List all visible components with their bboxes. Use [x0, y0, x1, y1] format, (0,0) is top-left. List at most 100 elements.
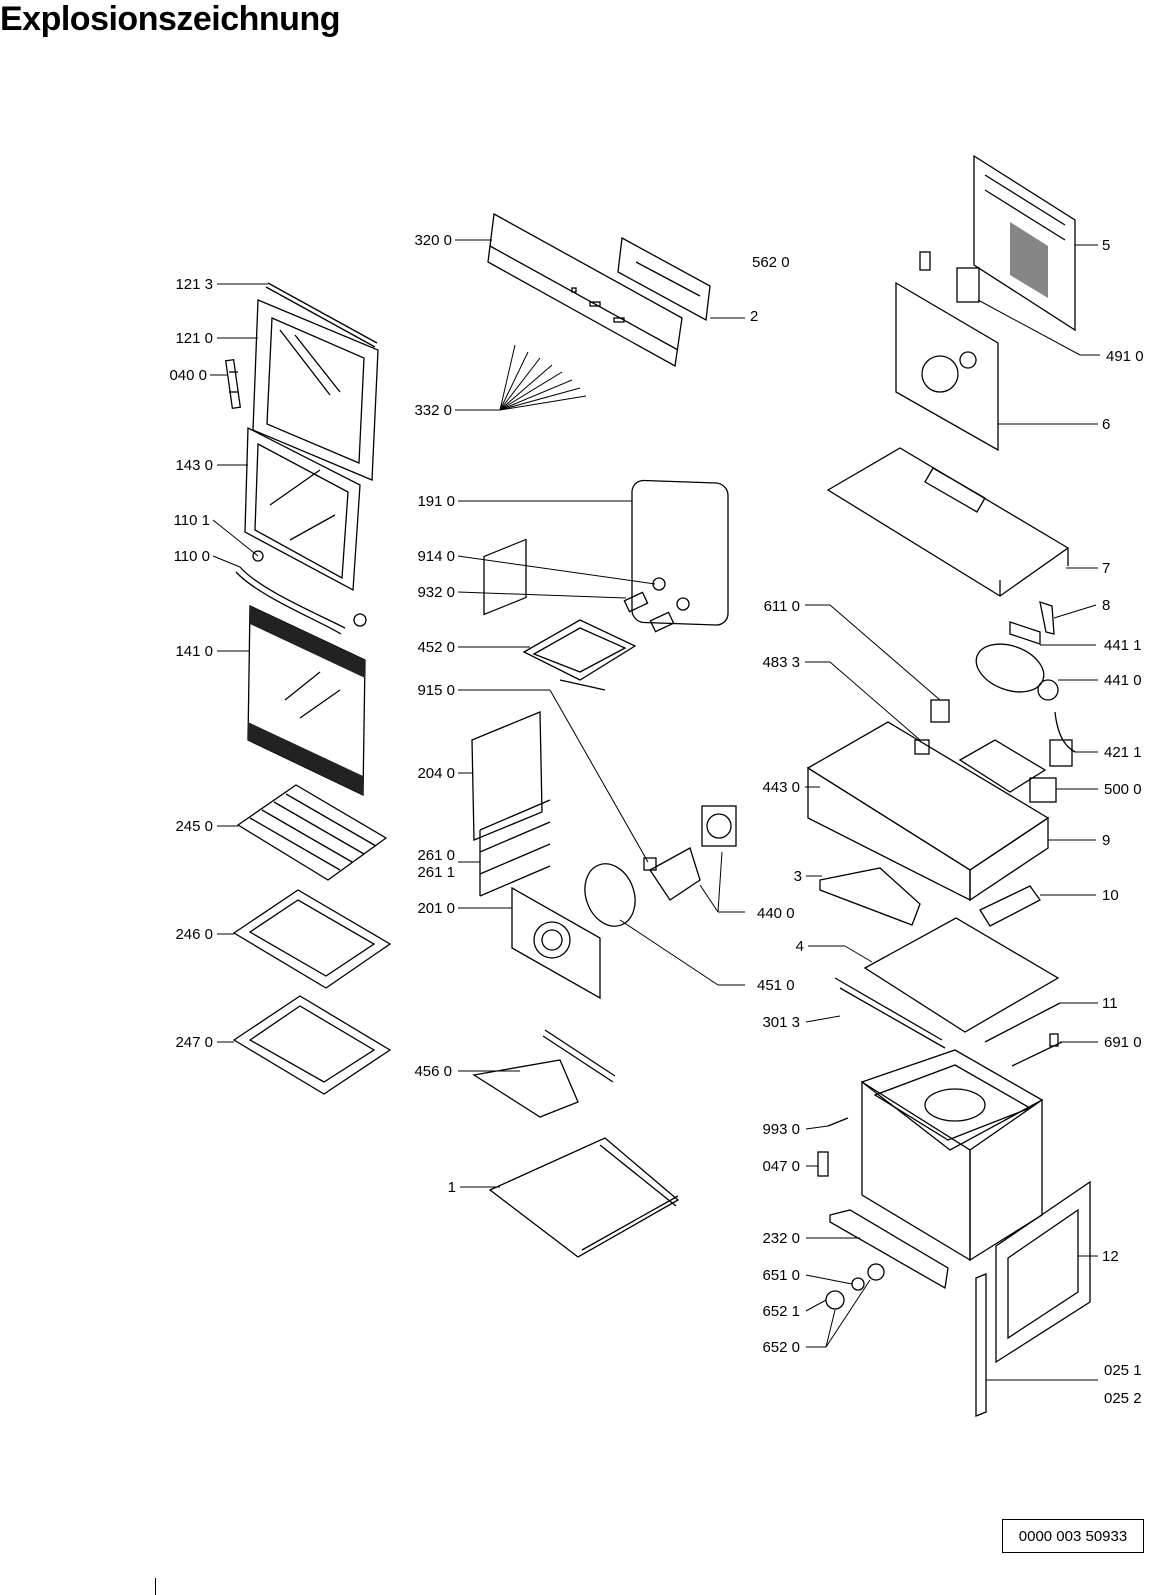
wire-rack [236, 784, 388, 881]
label-261-0: 261 0 [417, 847, 455, 864]
label-915-0: 915 0 [417, 682, 455, 699]
label-993-0: 993 0 [762, 1121, 800, 1138]
label-652-1: 652 1 [762, 1303, 800, 1320]
label-143-0: 143 0 [175, 457, 213, 474]
top-plate [834, 917, 1060, 1049]
label-441-0: 441 0 [1104, 672, 1142, 689]
side-panel [995, 1180, 1091, 1364]
label-121-3: 121 3 [175, 276, 213, 293]
door-hinge [224, 358, 242, 410]
door-inner-glass [244, 426, 361, 592]
label-025-1: 025 1 [1104, 1362, 1142, 1379]
side-rack-left [471, 538, 543, 841]
label-201-0: 201 0 [417, 900, 455, 917]
label-191-0: 191 0 [417, 493, 455, 510]
document-number: 0000 003 50933 [1018, 1527, 1128, 1545]
timer-module [958, 739, 1057, 803]
label-320-0: 320 0 [414, 232, 452, 249]
screws [499, 344, 587, 411]
leader-lines [210, 239, 1100, 1381]
grill-element [522, 577, 690, 691]
door-frame-inner [252, 299, 379, 481]
label-421-1: 421 1 [1104, 744, 1142, 761]
label-7: 7 [1102, 560, 1110, 577]
label-2: 2 [750, 308, 758, 325]
footer-tick-mark [155, 1578, 156, 1595]
label-047-0: 047 0 [762, 1158, 800, 1175]
document-number-box: 0000 003 50933 [1002, 1519, 1144, 1553]
switch [914, 699, 950, 755]
lower-element [472, 1029, 616, 1118]
circular-element [584, 863, 636, 927]
label-121-0: 121 0 [175, 330, 213, 347]
label-4: 4 [796, 938, 804, 955]
thermostat-block [919, 251, 980, 303]
label-451-0: 451 0 [757, 977, 795, 994]
label-441-1: 441 1 [1104, 637, 1142, 654]
label-247-0: 247 0 [175, 1034, 213, 1051]
label-914-0: 914 0 [417, 548, 455, 565]
door-outer-glass [247, 604, 366, 797]
label-491-0: 491 0 [1106, 348, 1144, 365]
label-651-0: 651 0 [762, 1267, 800, 1284]
rear-wall [895, 281, 999, 452]
label-204-0: 204 0 [417, 765, 455, 782]
back-panel [973, 154, 1076, 332]
label-1: 1 [448, 1179, 456, 1196]
label-691-0: 691 0 [1104, 1034, 1142, 1051]
deep-tray [232, 995, 392, 1095]
bracket [1039, 601, 1055, 635]
label-040-0: 040 0 [169, 367, 207, 384]
label-652-0: 652 0 [762, 1339, 800, 1356]
rod [984, 1002, 1063, 1067]
front-plate [979, 885, 1041, 927]
wiring-harness [1049, 711, 1076, 767]
baking-tray [232, 889, 392, 989]
label-5: 5 [1102, 237, 1110, 254]
control-panel-front [487, 212, 683, 368]
label-245-0: 245 0 [175, 818, 213, 835]
label-483-3: 483 3 [762, 654, 800, 671]
label-246-0: 246 0 [175, 926, 213, 943]
label-332-0: 332 0 [414, 402, 452, 419]
label-301-3: 301 3 [762, 1014, 800, 1031]
label-456-0: 456 0 [414, 1063, 452, 1080]
side-rail [975, 1273, 987, 1417]
label-025-2: 025 2 [1104, 1390, 1142, 1407]
part-labels: 320 0 562 0 2 121 3 121 0 040 0 332 0 14… [169, 232, 1143, 1407]
label-8: 8 [1102, 597, 1110, 614]
label-141-0: 141 0 [175, 643, 213, 660]
label-3: 3 [794, 868, 802, 885]
top-cover [826, 447, 1070, 597]
label-110-1: 110 1 [174, 512, 210, 529]
door-top-strip [265, 282, 378, 348]
label-11: 11 [1102, 995, 1118, 1012]
label-110-0: 110 0 [174, 548, 210, 565]
hinge-047 [817, 1151, 829, 1177]
page-title: Explosionszeichnung [0, 0, 340, 38]
shelf-guide [479, 799, 551, 897]
label-232-0: 232 0 [762, 1230, 800, 1247]
fan-motor [643, 805, 737, 901]
oven-cavity [860, 1049, 1044, 1262]
control-housing [806, 721, 1050, 902]
fan-cover [511, 886, 601, 1000]
label-10: 10 [1102, 887, 1119, 904]
bottom-plate [488, 1137, 680, 1258]
label-932-0: 932 0 [417, 584, 455, 601]
label-443-0: 443 0 [762, 779, 800, 796]
tangential-fan [975, 621, 1059, 701]
screw-993 [827, 1117, 849, 1127]
label-440-0: 440 0 [757, 905, 795, 922]
label-261-1: 261 1 [417, 864, 455, 881]
label-562-0: 562 0 [752, 254, 790, 271]
lower-trim [829, 1209, 949, 1290]
side-bracket [819, 867, 921, 926]
label-452-0: 452 0 [417, 639, 455, 656]
label-9: 9 [1102, 832, 1110, 849]
label-6: 6 [1102, 416, 1110, 433]
label-500-0: 500 0 [1104, 781, 1142, 798]
label-12: 12 [1102, 1248, 1119, 1265]
control-board [617, 236, 711, 322]
